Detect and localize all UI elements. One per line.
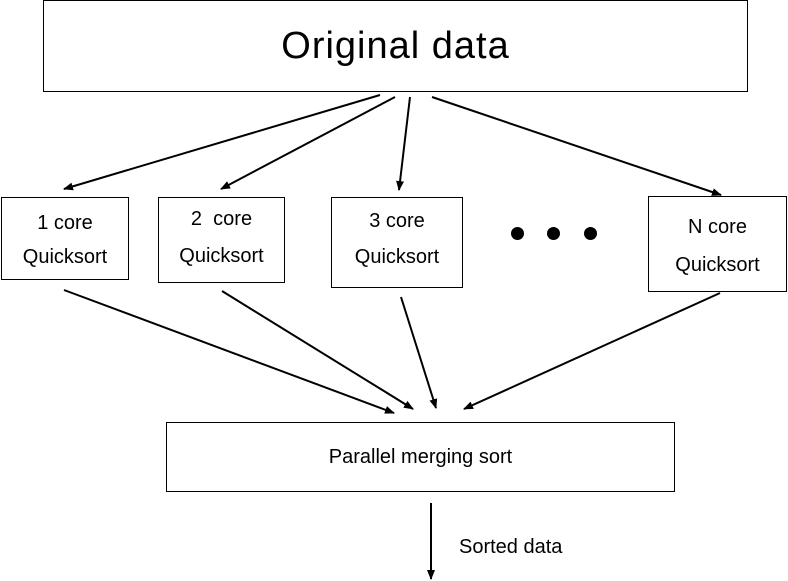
core-box-n: N core Quicksort [648,196,787,292]
ellipsis-dot [511,227,524,240]
core-1-algorithm: Quicksort [22,246,108,268]
core-3-label: 3 core [369,210,425,232]
arrow-original-to-core2 [220,96,396,190]
original-data-label: Original data [281,24,510,67]
core-box-3: 3 core Quicksort [331,197,463,288]
core-3-algorithm: Quicksort [354,246,440,268]
core-box-2: 2 core Quicksort [158,197,285,283]
arrow-core1-to-merge [63,289,395,414]
parallel-merge-label: Parallel merging sort [328,445,513,468]
core-2-algorithm: Quicksort [179,245,264,267]
core-n-algorithm: Quicksort [675,254,760,276]
arrow-core3-to-merge [400,296,438,409]
core-n-label: N core [688,216,747,238]
sorted-data-label: Sorted data [459,536,563,558]
parallel-merge-box: Parallel merging sort [166,422,675,492]
core-box-1: 1 core Quicksort [1,197,129,280]
arrow-original-to-core1 [63,94,381,191]
arrow-core2-to-merge [221,290,414,410]
arrow-original-to-core3 [396,96,411,191]
ellipsis-dot [547,227,560,240]
original-data-box: Original data [43,0,748,92]
core-2-label: 2 core [190,208,253,230]
arrow-original-to-coren [431,96,722,196]
core-1-label: 1 core [37,212,93,234]
ellipsis-dot [584,227,597,240]
arrow-coren-to-merge [463,292,721,410]
